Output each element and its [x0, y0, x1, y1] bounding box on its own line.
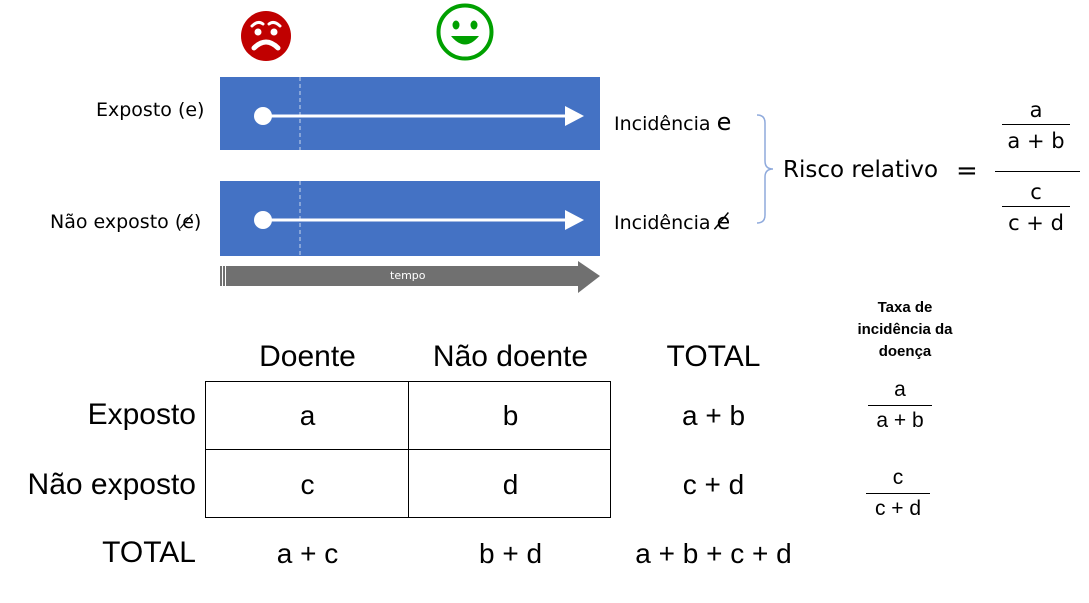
- cell-d: d: [502, 469, 519, 500]
- incidence-rate-exposed-den: a + b: [876, 409, 924, 432]
- incidence-exposed: Incidência e: [614, 108, 731, 136]
- incidence-rate-unexposed: c c + d: [862, 466, 934, 521]
- rr-num-line: [1002, 124, 1070, 125]
- cell-c: c: [300, 469, 315, 500]
- incidence-rate-exposed: a a + b: [864, 378, 936, 433]
- row-label-total: TOTAL: [102, 536, 196, 569]
- rr-main-fraction-line: [995, 171, 1080, 172]
- exposed-arrow: [254, 106, 584, 126]
- exposed-timeline-bar: [220, 77, 600, 150]
- row-total-exposto: a + b: [681, 400, 746, 431]
- cell-a: a: [299, 400, 316, 431]
- incidence-rate-unexposed-num: c: [892, 466, 904, 489]
- unexposed-label: Não exposto (e̸): [50, 211, 202, 233]
- col-total-nao-doente: b + d: [478, 538, 543, 569]
- sad-face-icon: [241, 11, 291, 61]
- grand-total: a + b + c + d: [635, 538, 792, 569]
- col-header-doente: Doente: [259, 340, 356, 373]
- incidence-rate-unexposed-den: c + d: [874, 497, 922, 520]
- row-label-nao-exposto: Não exposto: [27, 468, 196, 501]
- cell-b: b: [502, 400, 519, 431]
- rr-den-line: [1002, 206, 1070, 207]
- relative-risk-label: Risco relativo: [783, 157, 939, 183]
- incidence-unexposed-symbol: e̸: [716, 210, 731, 235]
- row-label-exposto: Exposto: [87, 398, 196, 431]
- time-arrow: [220, 261, 600, 293]
- incidence-exposed-word: Incidência: [614, 113, 711, 135]
- table-horizontal-divider: [205, 449, 611, 450]
- incidence-rate-exposed-num: a: [894, 378, 906, 401]
- exposed-label: Exposto (e): [96, 99, 205, 121]
- timeline-arrows: [254, 77, 584, 256]
- happy-face-icon: [436, 3, 494, 61]
- row-total-nao-exposto: c + d: [682, 469, 745, 500]
- rr-num-top: a: [1029, 98, 1043, 122]
- time-label: tempo: [390, 269, 426, 282]
- incidence-exposed-symbol: e: [716, 108, 732, 136]
- rr-num-bottom: a + b: [1007, 129, 1065, 153]
- rr-den-top: c: [1030, 180, 1042, 204]
- incidence-rate-unexposed-line: [866, 493, 930, 494]
- equals-sign: =: [956, 156, 978, 186]
- brace: [756, 114, 774, 224]
- rr-numerator-fraction: a a + b: [1000, 98, 1072, 153]
- incidence-unexposed-word: Incidência: [614, 212, 711, 234]
- col-header-total: TOTAL: [666, 340, 761, 373]
- col-header-nao-doente: Não doente: [432, 340, 589, 373]
- incidence-rate-title: Taxa de incidência da doença: [857, 299, 953, 360]
- rr-denominator-fraction: c c + d: [1000, 180, 1072, 235]
- incidence-rate-exposed-line: [868, 405, 932, 406]
- col-total-doente: a + c: [276, 538, 339, 569]
- incidence-unexposed: Incidência e̸: [614, 210, 730, 235]
- unexposed-arrow: [254, 210, 584, 230]
- rr-den-bottom: c + d: [1008, 211, 1064, 235]
